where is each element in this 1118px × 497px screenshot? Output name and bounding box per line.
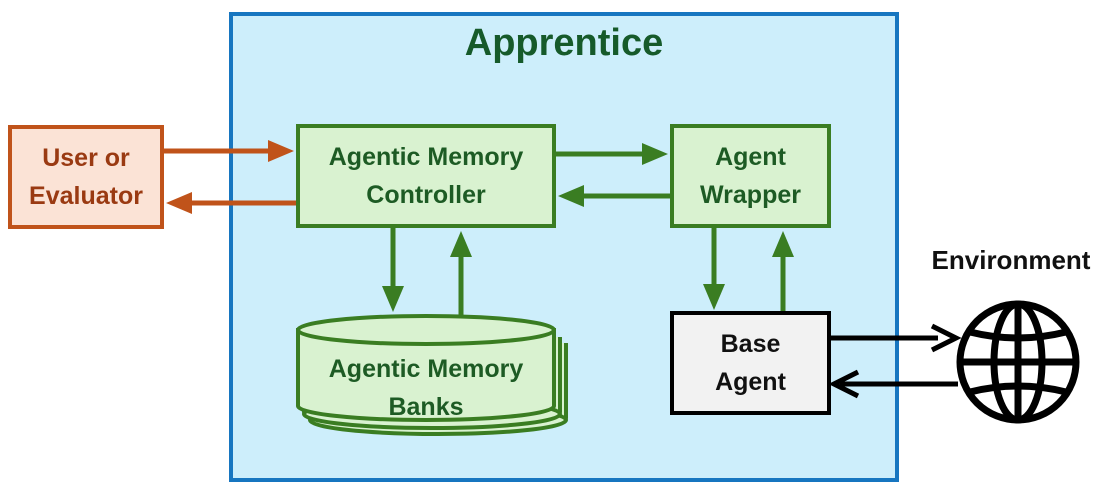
controller-to-user-arrow <box>166 192 296 214</box>
memory-banks-cylinder <box>296 314 568 436</box>
wrapper-to-controller-arrow <box>558 185 670 207</box>
controller-to-wrapper-arrow <box>556 143 668 165</box>
environment-to-base-agent-arrow <box>828 369 958 399</box>
wrapper-to-base-agent-arrow <box>703 228 725 310</box>
base-agent-to-environment-arrow <box>831 323 962 353</box>
memory-controller-box: Agentic Memory Controller <box>296 124 556 228</box>
agent-wrapper-box: Agent Wrapper <box>670 124 831 228</box>
environment-label: Environment <box>931 245 1091 275</box>
user-evaluator-box: User or Evaluator <box>8 125 164 229</box>
base-agent-box: Base Agent <box>670 311 831 415</box>
memory-banks-label: Agentic Memory Banks <box>328 355 524 421</box>
apprentice-title: Apprentice <box>464 22 664 64</box>
controller-to-banks-arrow <box>382 228 404 312</box>
globe-icon <box>956 300 1080 424</box>
banks-to-controller-arrow <box>450 231 472 316</box>
base-agent-to-wrapper-arrow <box>772 231 794 311</box>
user-to-controller-arrow <box>164 140 294 162</box>
